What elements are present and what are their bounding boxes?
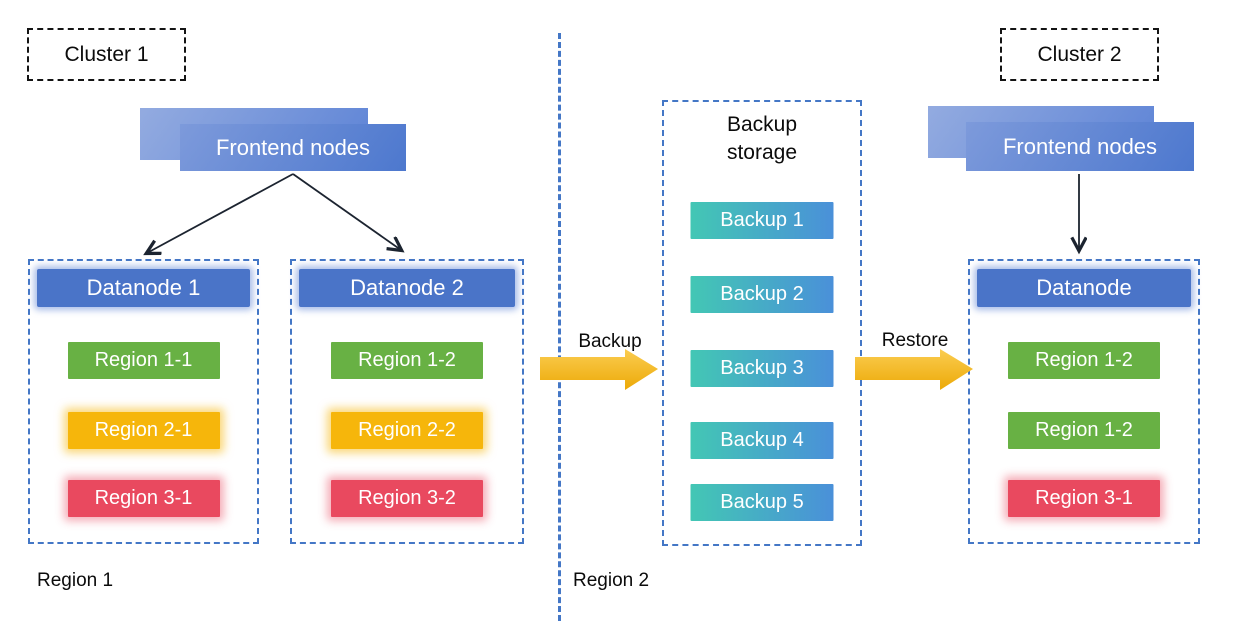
region-chip: Region 2-2 [331,412,483,449]
backup-chip-label: Backup 4 [720,429,804,451]
frontend-nodes-right-label: Frontend nodes [1002,133,1158,159]
datanode-cluster2-header: Datanode [977,269,1191,307]
cluster1-label: Cluster 1 [64,42,149,66]
datanode-cluster2-title: Datanode [1036,275,1132,300]
datanode2-container: Datanode 2 Region 1-2 Region 2-2 Region … [290,259,524,544]
region-chip: Region 3-1 [67,480,220,517]
backup-storage-title: Backup storage [726,113,798,164]
region-chip: Region 1-1 [67,342,220,379]
backup-chip-label: Backup 1 [720,209,804,231]
backup-chip: Backup 4 [690,422,834,459]
backup-storage-container: Backup storage Backup 1 Backup 2 Backup … [662,100,862,546]
cluster2-label: Cluster 2 [1037,42,1122,66]
restore-flow-label: Restore [881,330,949,351]
region-chip: Region 3-1 [1008,480,1160,517]
region-chip: Region 1-2 [331,342,483,379]
backup-chip-label: Backup 2 [720,283,804,305]
frontend-to-datanode2-arrow [292,173,401,250]
datanode2-header: Datanode 2 [299,269,515,307]
datanode-cluster2-container: Datanode Region 1-2 Region 1-2 Region 3-… [968,259,1200,544]
region-divider-line [558,33,561,621]
frontend-nodes-left: Frontend nodes [180,124,406,171]
region-chip-label: Region 3-2 [358,487,456,509]
region-chip: Region 2-1 [67,412,220,449]
frontend-nodes-right: Frontend nodes [966,122,1194,171]
region-chip: Region 3-2 [331,480,483,517]
region-chip-label: Region 2-1 [94,419,193,441]
region2-zone-label: Region 2 [573,570,650,591]
backup-chip: Backup 2 [690,276,834,313]
frontend-nodes-left-label: Frontend nodes [215,134,371,160]
datanode1-title: Datanode 1 [86,275,201,300]
frontend-to-datanode1-arrow [147,173,294,253]
region-chip-label: Region 1-2 [1035,349,1133,371]
region-chip-label: Region 2-2 [358,419,456,441]
region-chip-label: Region 1-2 [358,349,456,371]
backup-chip: Backup 3 [690,350,834,387]
backup-chip: Backup 1 [690,202,834,239]
region-chip: Region 1-2 [1008,342,1160,379]
region-chip: Region 1-2 [1008,412,1160,449]
region-chip-label: Region 1-2 [1035,419,1133,441]
cluster2-label-box: Cluster 2 [1000,28,1159,81]
datanode1-header: Datanode 1 [37,269,250,307]
cluster1-label-box: Cluster 1 [27,28,186,81]
backup-chip-label: Backup 5 [720,491,804,513]
backup-chip: Backup 5 [690,484,834,521]
backup-flow-label: Backup [578,331,642,352]
region-chip-label: Region 1-1 [94,349,193,371]
region-chip-label: Region 3-1 [94,487,193,509]
backup-chip-label: Backup 3 [720,357,804,379]
region1-zone-label: Region 1 [37,570,114,591]
datanode1-container: Datanode 1 Region 1-1 Region 2-1 Region … [28,259,259,544]
datanode2-title: Datanode 2 [350,275,464,300]
region-chip-label: Region 3-1 [1035,487,1133,509]
restore-flow-arrow [855,349,973,390]
